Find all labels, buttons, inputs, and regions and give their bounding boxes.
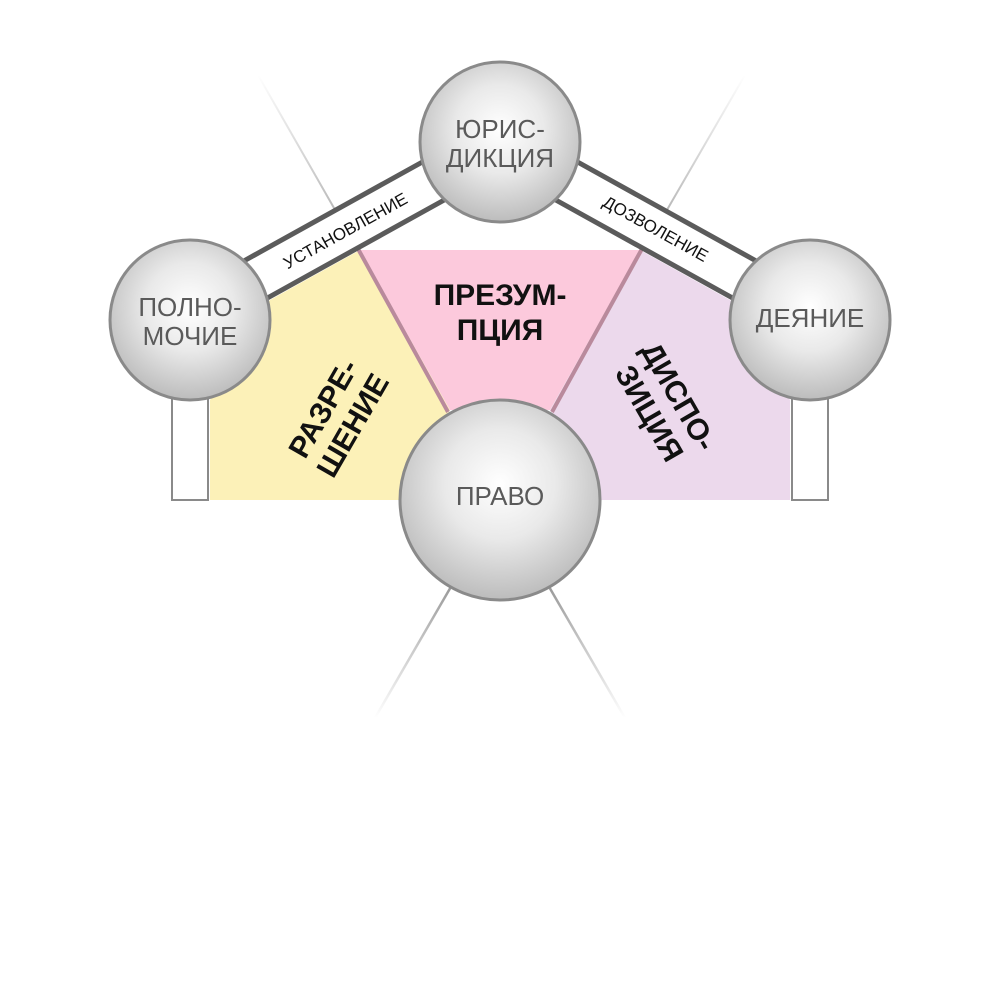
guide-line-upper-left (257, 74, 343, 223)
svg-text:ПЦИЯ: ПЦИЯ (457, 314, 544, 347)
pillar-right (791, 395, 829, 590)
divider-right (550, 246, 645, 413)
pillar-left (171, 395, 209, 590)
node-act: ДЕЯНИЕ (728, 238, 892, 402)
node-authority: ПОЛНО- МОЧИЕ (108, 238, 272, 402)
divider-left (355, 246, 450, 413)
svg-text:ПРЕЗУМ-: ПРЕЗУМ- (434, 279, 567, 312)
svg-text:ДЕЯНИЕ: ДЕЯНИЕ (756, 303, 865, 333)
node-jurisdiction: ЮРИС- ДИКЦИЯ (418, 60, 582, 224)
node-law: ПРАВО (398, 398, 602, 602)
svg-text:ДИКЦИЯ: ДИКЦИЯ (446, 143, 554, 173)
svg-text:ПОЛНО-: ПОЛНО- (138, 292, 241, 322)
svg-text:ЮРИС-: ЮРИС- (455, 114, 545, 144)
svg-text:ПРАВО: ПРАВО (456, 481, 544, 511)
guide-line-upper-right (659, 74, 746, 223)
guide-line-lower-left (373, 584, 454, 719)
svg-text:МОЧИЕ: МОЧИЕ (143, 321, 238, 351)
sector-center-fill (360, 250, 640, 410)
guide-line-lower-right (546, 584, 627, 719)
sector-center-label: ПРЕЗУМ- ПЦИЯ (434, 279, 567, 347)
